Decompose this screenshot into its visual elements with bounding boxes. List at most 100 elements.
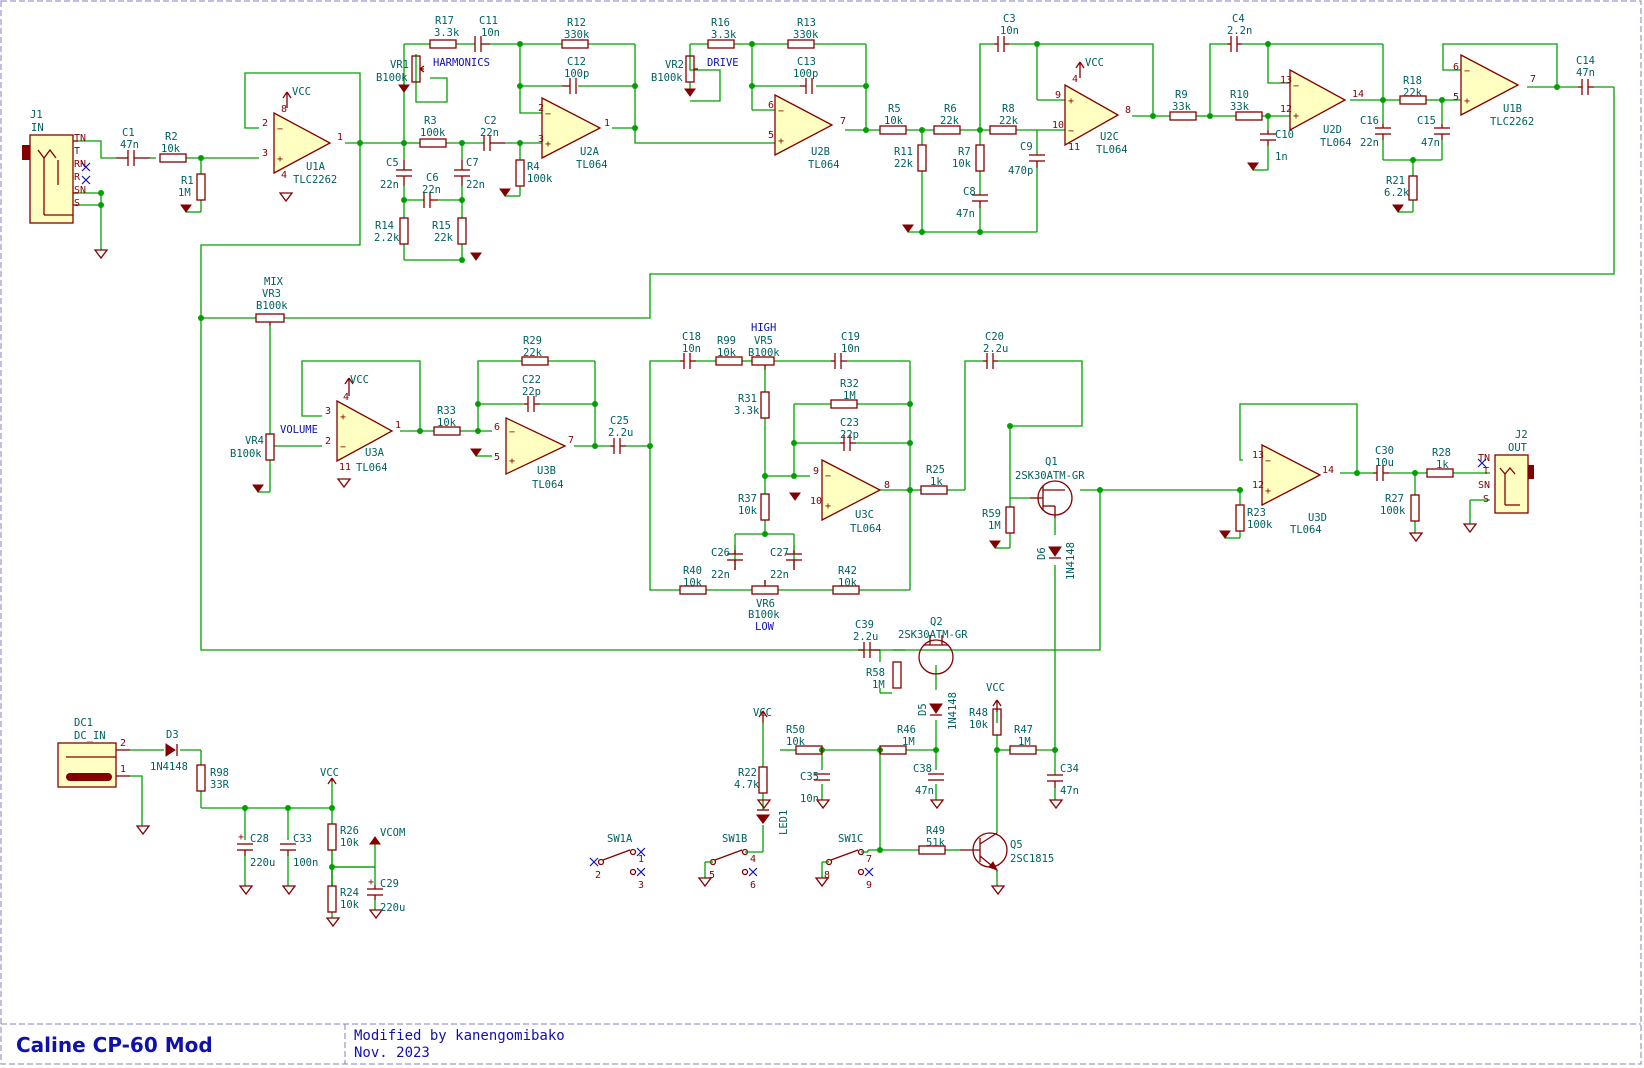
diodes	[165, 546, 1062, 824]
value-VR6: B100k	[748, 609, 780, 621]
switches: 213 546 879	[595, 846, 872, 891]
label-C5: C5	[386, 157, 399, 169]
J1-value: IN	[31, 122, 44, 134]
junctions	[98, 41, 1560, 870]
J2-pin-SN: SN	[1478, 480, 1490, 491]
label-C10: C10	[1275, 129, 1294, 141]
value-C11: 10n	[481, 27, 500, 39]
value-R33: 10k	[437, 417, 457, 429]
svg-text:−: −	[277, 124, 283, 135]
label-R33: R33	[437, 405, 456, 417]
label-R21: R21	[1386, 175, 1405, 187]
value-C20: 2.2u	[983, 343, 1008, 355]
svg-text:−: −	[509, 427, 515, 438]
label-R50: R50	[786, 724, 805, 736]
svg-text:1: 1	[638, 854, 644, 865]
label-R28: R28	[1432, 447, 1451, 459]
svg-text:10: 10	[810, 496, 822, 507]
label-R8: R8	[1002, 103, 1015, 115]
label-mix: MIX	[264, 276, 284, 288]
svg-text:−: −	[545, 109, 551, 120]
label-vcc-u2: VCC	[1085, 57, 1104, 69]
value-C26: 22n	[711, 569, 730, 581]
net-low: LOW	[755, 621, 775, 633]
svg-text:6: 6	[494, 422, 500, 433]
value-C9: 470p	[1008, 165, 1033, 177]
svg-text:−: −	[1265, 456, 1271, 467]
svg-text:14: 14	[1352, 89, 1364, 100]
svg-text:+: +	[1293, 111, 1299, 122]
svg-text:7: 7	[1530, 74, 1536, 85]
svg-text:2: 2	[262, 118, 268, 129]
svg-text:8: 8	[281, 104, 287, 115]
value-C27: 22n	[770, 569, 789, 581]
value-R27: 100k	[1380, 505, 1406, 517]
label-VR6: VR6	[756, 598, 775, 610]
J1-pin-S: S	[74, 198, 80, 209]
label-R2: R2	[165, 131, 178, 143]
label-U3C: U3C	[855, 509, 874, 521]
svg-text:+: +	[238, 832, 244, 843]
J1-pin-T: T	[74, 146, 80, 157]
svg-text:−: −	[340, 442, 346, 453]
svg-text:11: 11	[339, 462, 351, 473]
label-R18: R18	[1403, 75, 1422, 87]
svg-text:+: +	[778, 136, 784, 147]
label-SW1B: SW1B	[722, 833, 747, 845]
value-C28: 220u	[250, 857, 275, 869]
label-vcc-u3: VCC	[350, 374, 369, 386]
label-C26: C26	[711, 547, 730, 559]
label-C6: C6	[426, 172, 439, 184]
date-text: Nov. 2023	[354, 1045, 430, 1061]
jack-J2: J2 OUT TN T SN S	[1478, 429, 1534, 514]
label-VR4: VR4	[245, 435, 264, 447]
label-VR1: VR1	[390, 59, 409, 71]
value-R23: 100k	[1247, 519, 1273, 531]
value-C7: 22n	[466, 179, 485, 191]
label-R5: R5	[888, 103, 901, 115]
svg-text:8: 8	[1125, 105, 1131, 116]
label-C9: C9	[1020, 141, 1033, 153]
label-R99: R99	[717, 335, 736, 347]
svg-text:7: 7	[840, 116, 846, 127]
svg-text:8: 8	[824, 870, 830, 881]
value-C35: 10n	[800, 793, 819, 805]
value-R48: 10k	[969, 719, 989, 731]
svg-text:+: +	[368, 877, 374, 888]
vcc-symbols	[282, 61, 1085, 785]
value-VR4: B100k	[230, 448, 262, 460]
value-C34: 47n	[1060, 785, 1079, 797]
svg-text:+: +	[509, 456, 515, 467]
value-R24: 10k	[340, 899, 360, 911]
label-C38: C38	[913, 763, 932, 775]
value-R25: 1k	[930, 476, 943, 488]
svg-text:1: 1	[395, 420, 401, 431]
value-R42: 10k	[838, 577, 858, 589]
value-R49: 51k	[926, 837, 946, 849]
wires	[78, 43, 1615, 918]
value-R5: 10k	[884, 115, 904, 127]
label-vcc-led: VCC	[753, 707, 772, 719]
svg-text:1: 1	[120, 764, 126, 775]
svg-text:2: 2	[325, 436, 331, 447]
svg-text:3: 3	[538, 134, 544, 145]
dc-jack-DC1: 21	[57, 738, 130, 788]
value-R4: 100k	[527, 173, 553, 185]
svg-text:12: 12	[1252, 480, 1264, 491]
label-C12: C12	[567, 56, 586, 68]
value-R29: 22k	[523, 347, 543, 359]
svg-text:5: 5	[768, 130, 774, 141]
value-D6: 1N4148	[1065, 542, 1077, 580]
label-R42: R42	[838, 565, 857, 577]
label-R17: R17	[435, 15, 454, 27]
value-C29: 220u	[380, 902, 405, 914]
label-R31: R31	[738, 393, 757, 405]
value-C38: 47n	[915, 785, 934, 797]
value-R6: 22k	[940, 115, 960, 127]
label-R48: R48	[969, 707, 988, 719]
label-R27: R27	[1385, 493, 1404, 505]
value-R3: 100k	[420, 127, 446, 139]
svg-text:5: 5	[494, 452, 500, 463]
label-C14: C14	[1576, 55, 1595, 67]
